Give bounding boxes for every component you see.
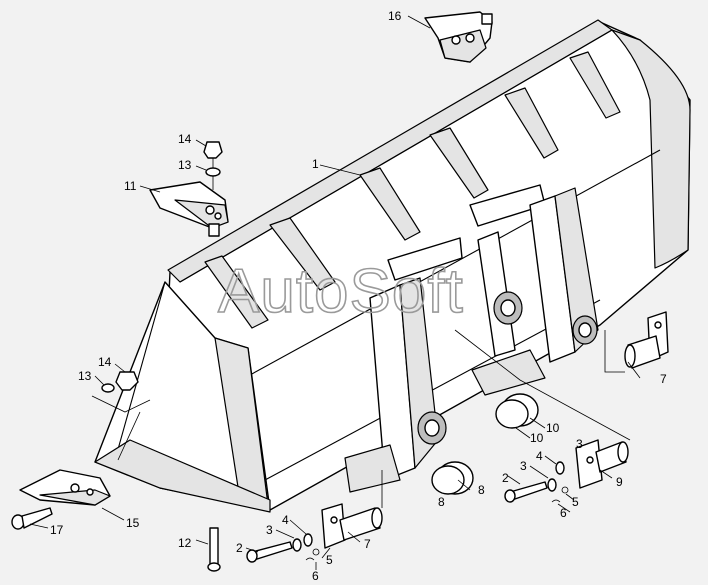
- callout-9: 9: [616, 475, 623, 489]
- bolt-12: [207, 527, 221, 572]
- callout-3-right: 3: [520, 459, 527, 473]
- bolt-17: [11, 507, 53, 530]
- leader-lines: [29, 15, 641, 570]
- clip-6-right: [551, 499, 561, 503]
- callout-4-lower: 4: [282, 513, 289, 527]
- stiffener-ribs: [204, 51, 621, 329]
- washer-13-top: [205, 167, 221, 177]
- nut-14-left: [115, 371, 139, 391]
- watermark-text: AutoSoft: [218, 257, 464, 326]
- side-tooth-11: [149, 181, 229, 237]
- callout-14-top: 14: [178, 132, 192, 146]
- callout-1: 1: [312, 157, 319, 171]
- callout-7-lower: 7: [364, 537, 371, 551]
- callout-3-lower: 3: [266, 523, 273, 537]
- mounting-bracket-right: [469, 184, 599, 396]
- washer-4-right: [555, 461, 565, 475]
- callout-16: 16: [388, 9, 402, 23]
- callout-8-right: 8: [478, 483, 485, 497]
- callout-2-right: 2: [502, 471, 509, 485]
- pin-7-upper: [624, 311, 669, 369]
- callout-6-lower: 6: [312, 569, 319, 583]
- bolt-2-lower: [246, 541, 293, 563]
- washer-3-right: [547, 478, 557, 492]
- corner-tooth-15: [19, 469, 111, 506]
- shim-8-inner: [431, 465, 465, 495]
- callout-2-lower: 2: [236, 541, 243, 555]
- corner-tooth-16: [424, 11, 493, 63]
- washer-3-lower: [292, 538, 302, 552]
- washer-13-left: [101, 383, 115, 393]
- callout-6-right: 6: [560, 506, 567, 520]
- shim-10-inner: [495, 399, 529, 429]
- callout-3-extra: 3: [576, 437, 583, 451]
- nut-14-top: [203, 141, 223, 159]
- callout-8-left: 8: [438, 495, 445, 509]
- callout-10-right: 10: [546, 421, 560, 435]
- callout-10-left: 10: [530, 431, 544, 445]
- washer-4-lower: [303, 533, 313, 547]
- callout-4-right: 4: [536, 449, 543, 463]
- callout-7-upper: 7: [660, 372, 667, 386]
- bolt-2-right: [504, 481, 548, 503]
- callout-12: 12: [178, 536, 192, 550]
- callout-17: 17: [50, 523, 64, 537]
- clip-5-right: [561, 486, 569, 494]
- pin-9: [575, 439, 629, 489]
- callout-5-right: 5: [572, 495, 579, 509]
- callout-13-top: 13: [178, 158, 192, 172]
- clip-5-lower: [312, 548, 320, 556]
- callout-15: 15: [126, 516, 140, 530]
- callout-14-left: 14: [98, 355, 112, 369]
- mounting-bracket-left: [344, 237, 463, 493]
- callout-13-left: 13: [78, 369, 92, 383]
- pin-7-lower: [321, 503, 383, 549]
- callout-labels: 1 16 14 13 11 14 13 15 17 12 2 3 4 5 6 7…: [50, 9, 667, 583]
- callout-11: 11: [124, 179, 137, 193]
- callout-5-lower: 5: [326, 553, 333, 567]
- clip-6-lower: [305, 557, 315, 561]
